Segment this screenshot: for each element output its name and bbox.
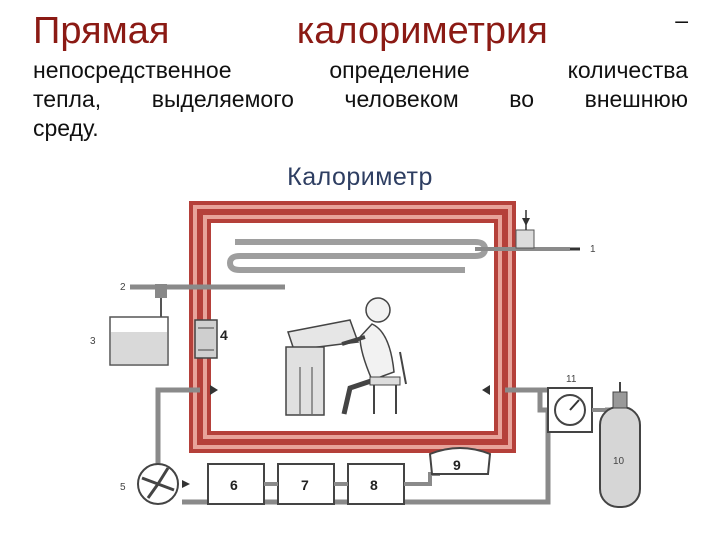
word: непосредственное xyxy=(33,57,232,83)
cooling-coil xyxy=(226,239,489,273)
pressure-gauge-11 xyxy=(547,387,615,433)
gas-meter-9 xyxy=(428,447,492,475)
definition-line-1: Прямая калориметрия – xyxy=(33,6,688,56)
oxygen-cylinder-10 xyxy=(599,382,641,508)
label-2: 2 xyxy=(120,282,126,293)
wall-device-4 xyxy=(194,319,218,359)
label-11: 11 xyxy=(566,374,577,385)
word: внешнюю xyxy=(584,86,688,112)
word: количества xyxy=(567,57,688,83)
label-10: 10 xyxy=(613,456,625,467)
definition-text: Прямая калориметрия – непосредственное о… xyxy=(33,6,688,143)
pipe-2 xyxy=(130,284,285,320)
label-4: 4 xyxy=(220,327,228,343)
word: определение xyxy=(329,57,470,83)
label-7: 7 xyxy=(301,477,309,493)
word: человеком xyxy=(344,86,459,112)
word: тепла, xyxy=(33,86,102,112)
em-dash: – xyxy=(675,7,688,33)
definition-line-3: тепла, выделяемого человеком во внешнюю xyxy=(33,85,688,114)
term-word-1: Прямая xyxy=(33,10,170,52)
fan-5 xyxy=(137,463,190,505)
absorber-boxes xyxy=(207,463,440,505)
water-vessel-3 xyxy=(109,316,169,366)
label-1: 1 xyxy=(590,244,596,255)
term-word-2: калориметрия xyxy=(296,10,548,52)
pipe-1 xyxy=(475,210,580,251)
word: во xyxy=(509,86,534,112)
calorimeter-diagram: 1 2 3 4 5 6 7 8 9 10 11 xyxy=(60,192,670,532)
label-9: 9 xyxy=(453,457,461,473)
label-8: 8 xyxy=(370,477,378,493)
definition-line-4: среду. xyxy=(33,114,688,143)
person-at-desk xyxy=(285,297,407,416)
word: среду. xyxy=(33,115,99,141)
label-5: 5 xyxy=(120,482,126,493)
figure-caption: Калориметр xyxy=(287,163,433,191)
definition-line-2: непосредственное определение количества xyxy=(33,56,688,85)
calorimeter-svg: 1 2 3 4 5 6 7 8 9 10 11 xyxy=(90,201,641,508)
label-6: 6 xyxy=(230,477,238,493)
label-3: 3 xyxy=(90,336,96,347)
word: выделяемого xyxy=(151,86,294,112)
